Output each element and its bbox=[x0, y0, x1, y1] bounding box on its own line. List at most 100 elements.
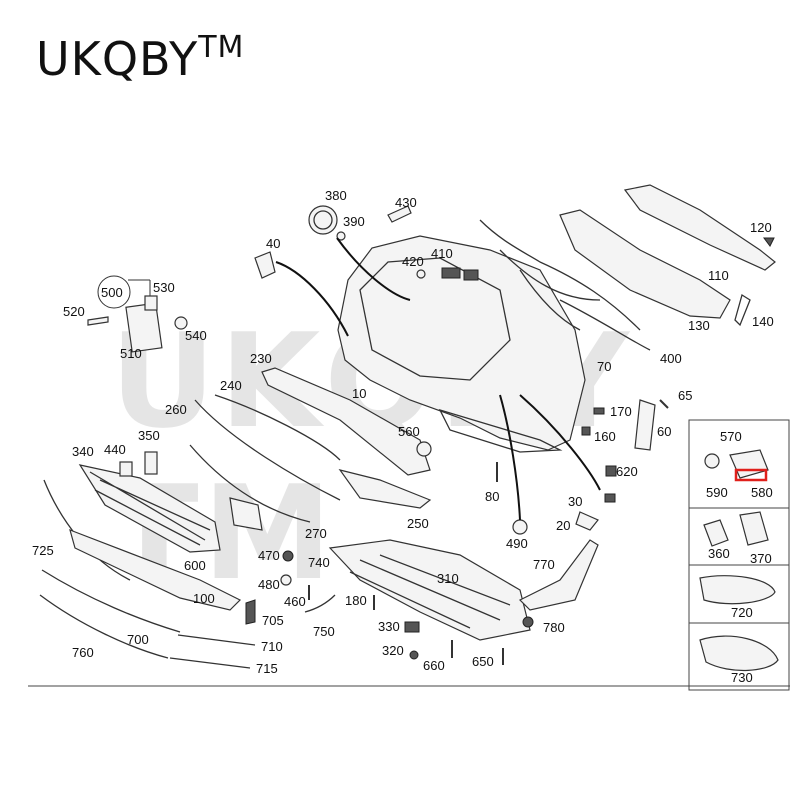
callout-620: 620 bbox=[616, 464, 638, 479]
callout-500: 500 bbox=[101, 285, 123, 300]
callout-260: 260 bbox=[165, 402, 187, 417]
leader-line bbox=[275, 261, 349, 337]
callout-130: 130 bbox=[688, 318, 710, 333]
callout-720: 720 bbox=[731, 605, 753, 620]
callout-560: 560 bbox=[398, 424, 420, 439]
lower-grille-mesh bbox=[89, 471, 211, 546]
screw-470 bbox=[282, 550, 294, 562]
clip-780 bbox=[522, 616, 534, 628]
callout-470: 470 bbox=[258, 548, 280, 563]
bolt-30 bbox=[604, 493, 616, 503]
grille-720 bbox=[699, 575, 776, 605]
callout-520: 520 bbox=[63, 304, 85, 319]
frame-370 bbox=[739, 511, 769, 546]
callout-30: 30 bbox=[568, 494, 582, 509]
nut-540 bbox=[174, 316, 188, 330]
callout-780: 780 bbox=[543, 620, 565, 635]
callout-530: 530 bbox=[153, 280, 175, 295]
trim-700 bbox=[41, 569, 181, 633]
emblem-inner bbox=[313, 210, 333, 230]
callout-350: 350 bbox=[138, 428, 160, 443]
callout-100: 100 bbox=[193, 591, 215, 606]
trim-230 bbox=[261, 367, 431, 476]
deflector-770 bbox=[518, 539, 599, 611]
trim-715 bbox=[169, 657, 251, 669]
washer-560 bbox=[416, 441, 432, 457]
spoiler-250 bbox=[338, 469, 432, 509]
bumper-grille-opening bbox=[359, 257, 511, 381]
clip-430 bbox=[387, 205, 412, 223]
callout-650: 650 bbox=[472, 654, 494, 669]
callout-360: 360 bbox=[708, 546, 730, 561]
bumper-cover bbox=[337, 235, 586, 451]
screw-620 bbox=[605, 465, 617, 477]
callout-420: 420 bbox=[402, 254, 424, 269]
callout-80: 80 bbox=[485, 489, 499, 504]
callout-760: 760 bbox=[72, 645, 94, 660]
callout-710: 710 bbox=[261, 639, 283, 654]
callout-340: 340 bbox=[72, 444, 94, 459]
callout-circle-500 bbox=[97, 275, 131, 309]
callout-770: 770 bbox=[533, 557, 555, 572]
callout-480: 480 bbox=[258, 577, 280, 592]
callout-740: 740 bbox=[308, 555, 330, 570]
side-panel-frame bbox=[688, 419, 790, 691]
bracket-350 bbox=[144, 451, 158, 475]
callout-170: 170 bbox=[610, 404, 632, 419]
nut-390 bbox=[336, 231, 346, 241]
callout-730: 730 bbox=[731, 670, 753, 685]
callout-310: 310 bbox=[437, 571, 459, 586]
callout-60: 60 bbox=[657, 424, 671, 439]
callout-180: 180 bbox=[345, 593, 367, 608]
callout-430: 430 bbox=[395, 195, 417, 210]
callout-540: 540 bbox=[185, 328, 207, 343]
bracket-530 bbox=[144, 295, 158, 311]
callout-700: 700 bbox=[127, 632, 149, 647]
trim-240 bbox=[214, 394, 341, 461]
callout-40: 40 bbox=[266, 236, 280, 251]
trim-270 bbox=[189, 444, 311, 523]
callout-410: 410 bbox=[431, 246, 453, 261]
trim-260 bbox=[194, 399, 341, 501]
leader-line bbox=[499, 394, 521, 521]
callout-65: 65 bbox=[678, 388, 692, 403]
callout-660: 660 bbox=[423, 658, 445, 673]
callout-390: 390 bbox=[343, 214, 365, 229]
callout-715: 715 bbox=[256, 661, 278, 676]
callout-370: 370 bbox=[750, 551, 772, 566]
callout-20: 20 bbox=[556, 518, 570, 533]
callout-270: 270 bbox=[305, 526, 327, 541]
callout-240: 240 bbox=[220, 378, 242, 393]
clip-330 bbox=[404, 621, 420, 633]
nut-480 bbox=[280, 574, 292, 586]
callout-490: 490 bbox=[506, 536, 528, 551]
callout-250: 250 bbox=[407, 516, 429, 531]
cover-20 bbox=[575, 511, 599, 531]
callout-10: 10 bbox=[352, 386, 366, 401]
strip-750 bbox=[304, 594, 336, 613]
callout-380: 380 bbox=[325, 188, 347, 203]
bumper-lower-lip bbox=[438, 408, 563, 453]
tow-cover-40 bbox=[254, 251, 276, 279]
callout-590: 590 bbox=[706, 485, 728, 500]
callout-120: 120 bbox=[750, 220, 772, 235]
callout-570: 570 bbox=[720, 429, 742, 444]
leader-line bbox=[519, 394, 601, 491]
callout-140: 140 bbox=[752, 314, 774, 329]
upper-bracket bbox=[623, 184, 776, 271]
licence-plate-holder bbox=[125, 302, 163, 353]
bracket-60 bbox=[634, 399, 656, 451]
wiring-harness bbox=[479, 219, 651, 351]
screw-120 bbox=[763, 237, 775, 247]
callout-70: 70 bbox=[597, 359, 611, 374]
sensor-410 bbox=[441, 267, 461, 279]
clip-490 bbox=[512, 519, 528, 535]
ring-590 bbox=[704, 453, 720, 469]
callout-230: 230 bbox=[250, 351, 272, 366]
grille-730 bbox=[699, 635, 779, 671]
callout-600: 600 bbox=[184, 558, 206, 573]
emblem bbox=[308, 205, 338, 235]
callout-440: 440 bbox=[104, 442, 126, 457]
callout-725: 725 bbox=[32, 543, 54, 558]
